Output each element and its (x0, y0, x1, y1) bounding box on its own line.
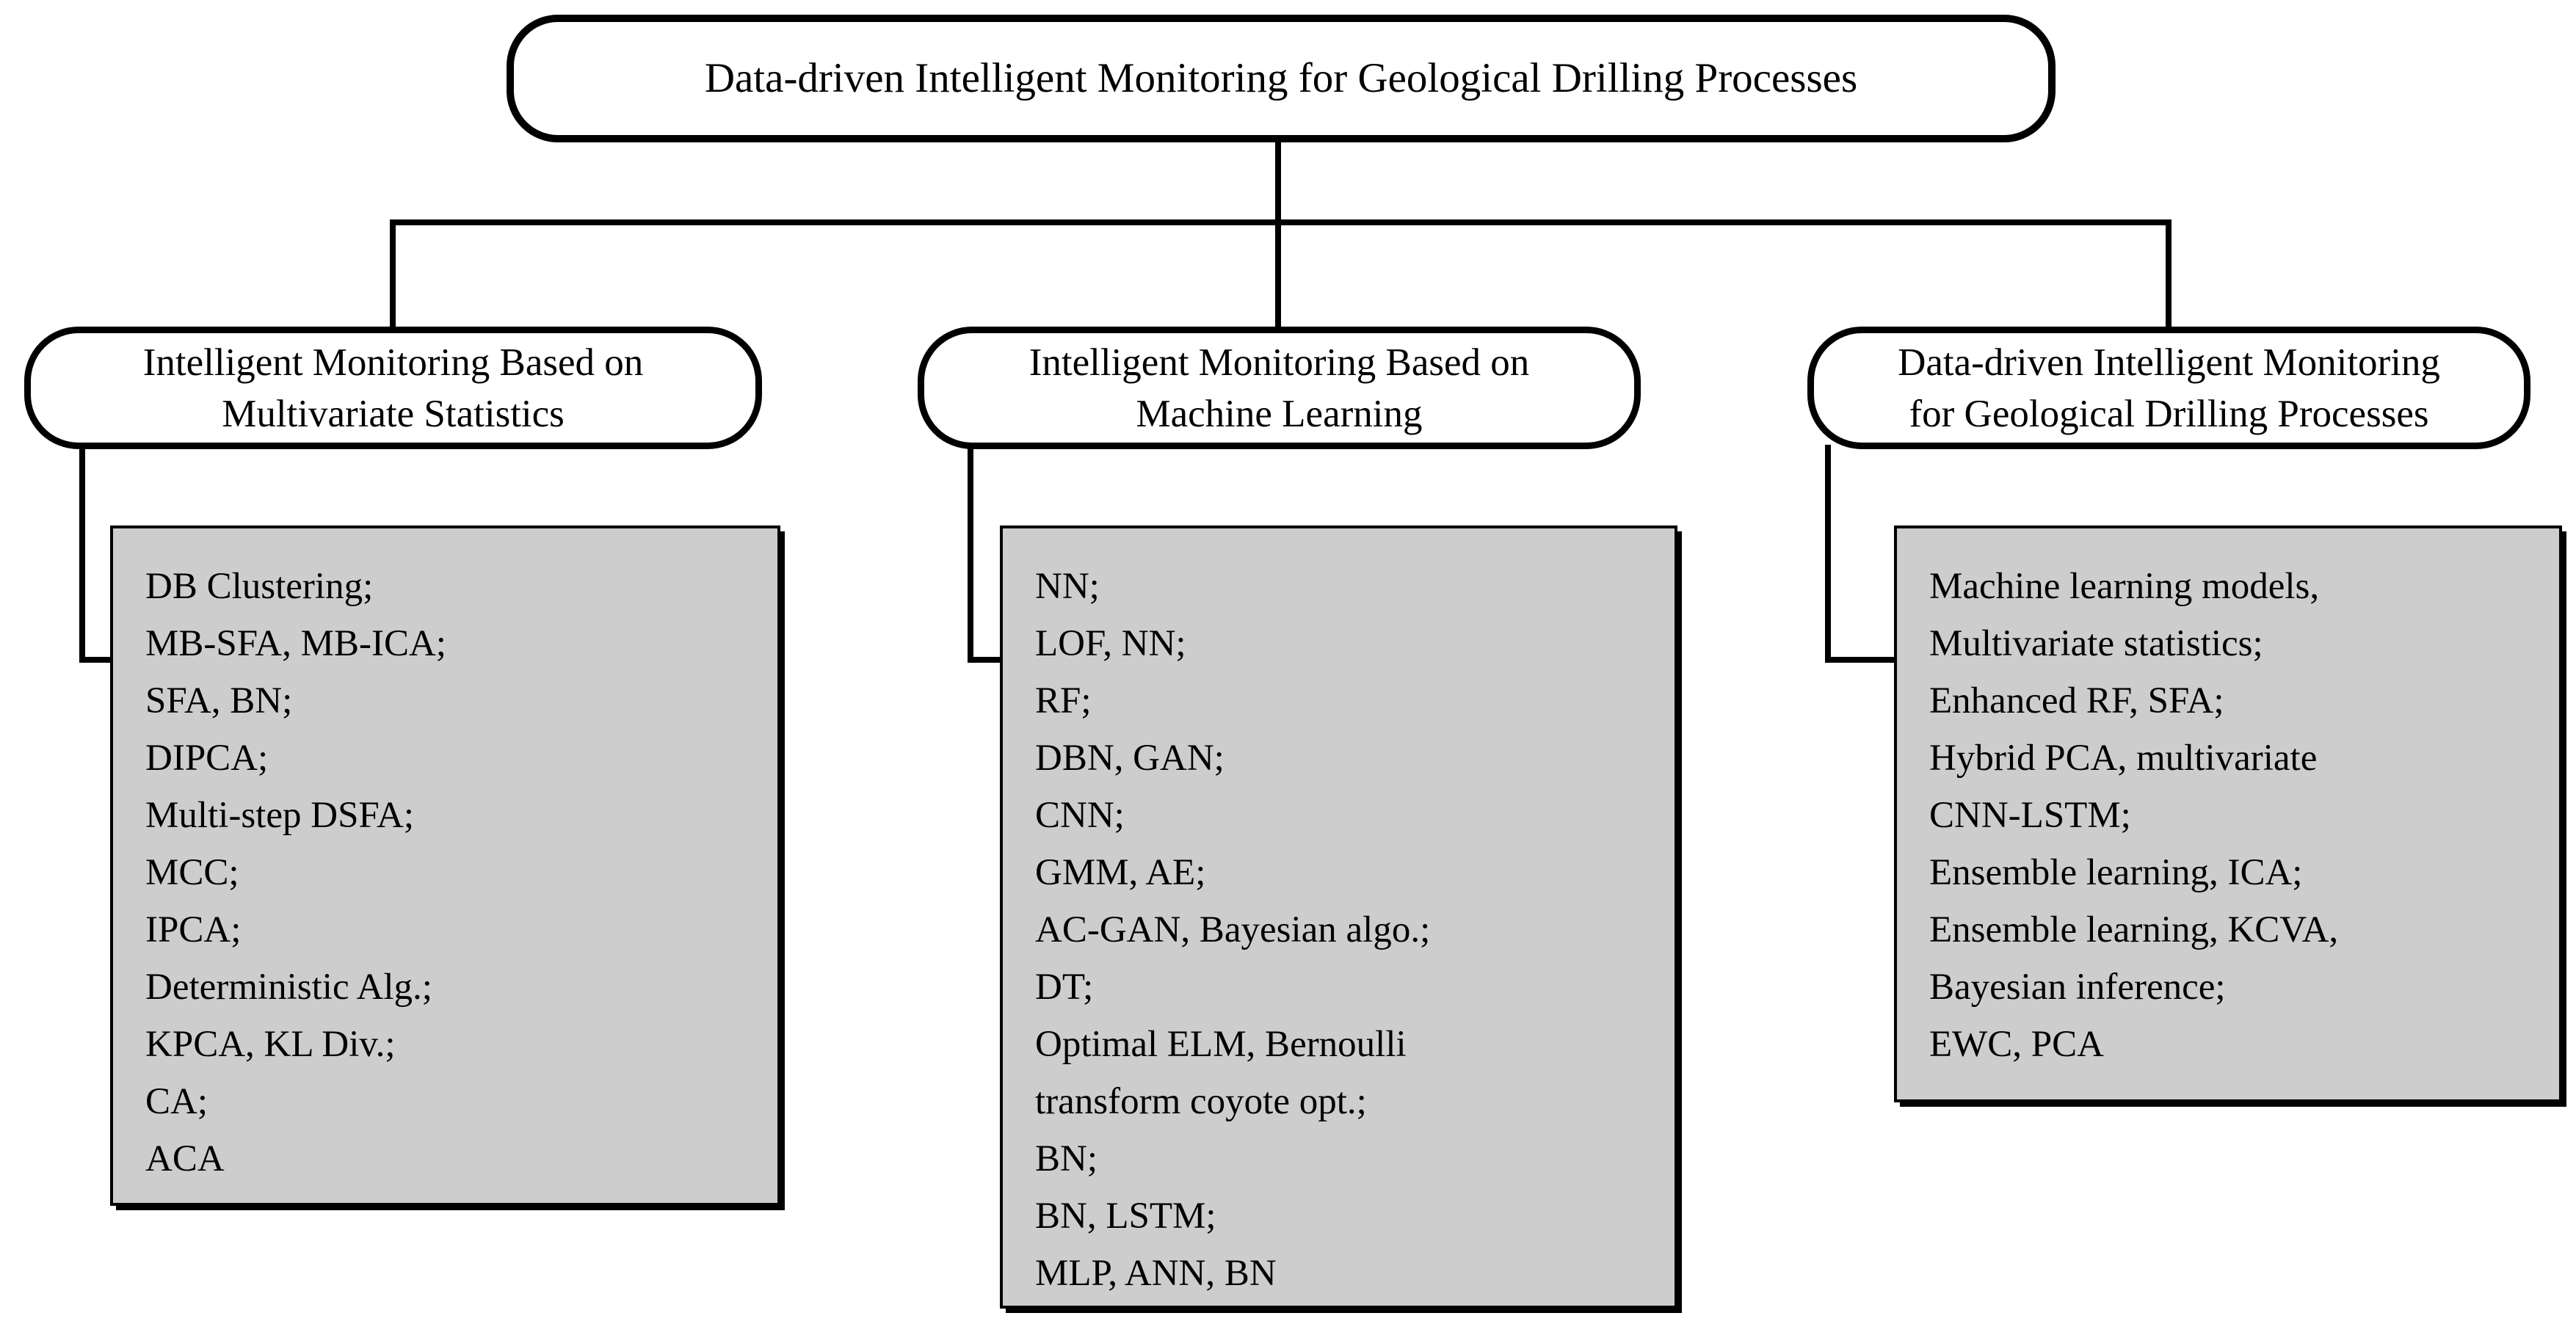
method-line: Bayesian inference; (1929, 967, 2226, 1008)
method-line: AC-GAN, Bayesian algo.; (1035, 909, 1431, 950)
method-line: IPCA; (145, 909, 242, 950)
branch-node-data-driven-hybrid: Data-driven Intelligent Monitoring for G… (1807, 327, 2530, 449)
method-line: Enhanced RF, SFA; (1929, 680, 2224, 721)
method-line: MB-SFA, MB-ICA; (145, 623, 446, 664)
method-line: Hybrid PCA, multivariate (1929, 738, 2318, 779)
methods-box-multivariate-statistics: DB Clustering; MB-SFA, MB-ICA; SFA, BN; DIP… (110, 525, 780, 1206)
method-line: Multivariate statistics; (1929, 623, 2263, 664)
method-line: CNN-LSTM; (1929, 795, 2131, 836)
method-line: Deterministic Alg.; (145, 967, 432, 1008)
method-line: transform coyote opt.; (1035, 1081, 1367, 1122)
branch-node-multivariate-statistics: Intelligent Monitoring Based on Multivar… (24, 327, 762, 449)
branch-node-machine-learning: Intelligent Monitoring Based on Machine … (918, 327, 1641, 449)
branch-label-line: Multivariate Statistics (222, 392, 565, 435)
method-line: Ensemble learning, KCVA, (1929, 909, 2339, 950)
branch-label-line: Intelligent Monitoring Based on (142, 341, 644, 384)
branch-label-line: for Geological Drilling Processes (1909, 392, 2429, 435)
method-line: MLP, ANN, BN (1035, 1253, 1277, 1294)
method-line: DIPCA; (145, 738, 269, 779)
method-line: DBN, GAN; (1035, 738, 1224, 779)
method-line: LOF, NN; (1035, 623, 1186, 664)
connector-middle-elbow-horizontal (968, 657, 1004, 663)
method-line: ACA (145, 1138, 225, 1179)
method-line: Multi-step DSFA; (145, 795, 415, 836)
connector-root-vertical (1275, 141, 1281, 329)
branch-label-line: Intelligent Monitoring Based on (1028, 341, 1530, 384)
root-node-label: Data-driven Intelligent Monitoring for G… (704, 55, 1858, 101)
methods-box-machine-learning: NN; LOF, NN; RF; DBN, GAN; CNN; GMM, AE; AC-GA… (1000, 525, 1677, 1309)
method-line: Optimal ELM, Bernoulli (1035, 1024, 1407, 1065)
branch-label-line: Data-driven Intelligent Monitoring (1898, 341, 2440, 384)
method-line: NN; (1035, 566, 1100, 607)
method-line: KPCA, KL Div.; (145, 1024, 396, 1065)
connector-right-branch-vertical (2166, 219, 2172, 330)
connector-middle-elbow-vertical (968, 445, 973, 663)
method-line: CA; (145, 1081, 208, 1122)
connector-left-elbow-horizontal (79, 657, 115, 663)
connector-branch-horizontal (390, 219, 2172, 225)
method-line: DB Clustering; (145, 566, 374, 607)
method-line: CNN; (1035, 795, 1125, 836)
method-line: SFA, BN; (145, 680, 293, 721)
root-node: Data-driven Intelligent Monitoring for G… (507, 15, 2056, 142)
method-line: BN, LSTM; (1035, 1196, 1216, 1237)
method-line: Ensemble learning, ICA; (1929, 852, 2303, 893)
method-line: EWC, PCA (1929, 1024, 2105, 1065)
method-line: DT; (1035, 967, 1094, 1008)
branch-label-line: Machine Learning (1136, 392, 1423, 435)
connector-left-elbow-vertical (79, 445, 85, 663)
connector-left-branch-vertical (390, 219, 396, 330)
method-line: Machine learning models, (1929, 566, 2320, 607)
method-line: RF; (1035, 680, 1092, 721)
methods-box-data-driven-hybrid: Machine learning models, Multivariate sta… (1894, 525, 2562, 1102)
connector-right-elbow-vertical (1825, 445, 1831, 663)
method-line: MCC; (145, 852, 239, 893)
connector-right-elbow-horizontal (1825, 657, 1897, 663)
method-line: BN; (1035, 1138, 1098, 1179)
method-line: GMM, AE; (1035, 852, 1206, 893)
